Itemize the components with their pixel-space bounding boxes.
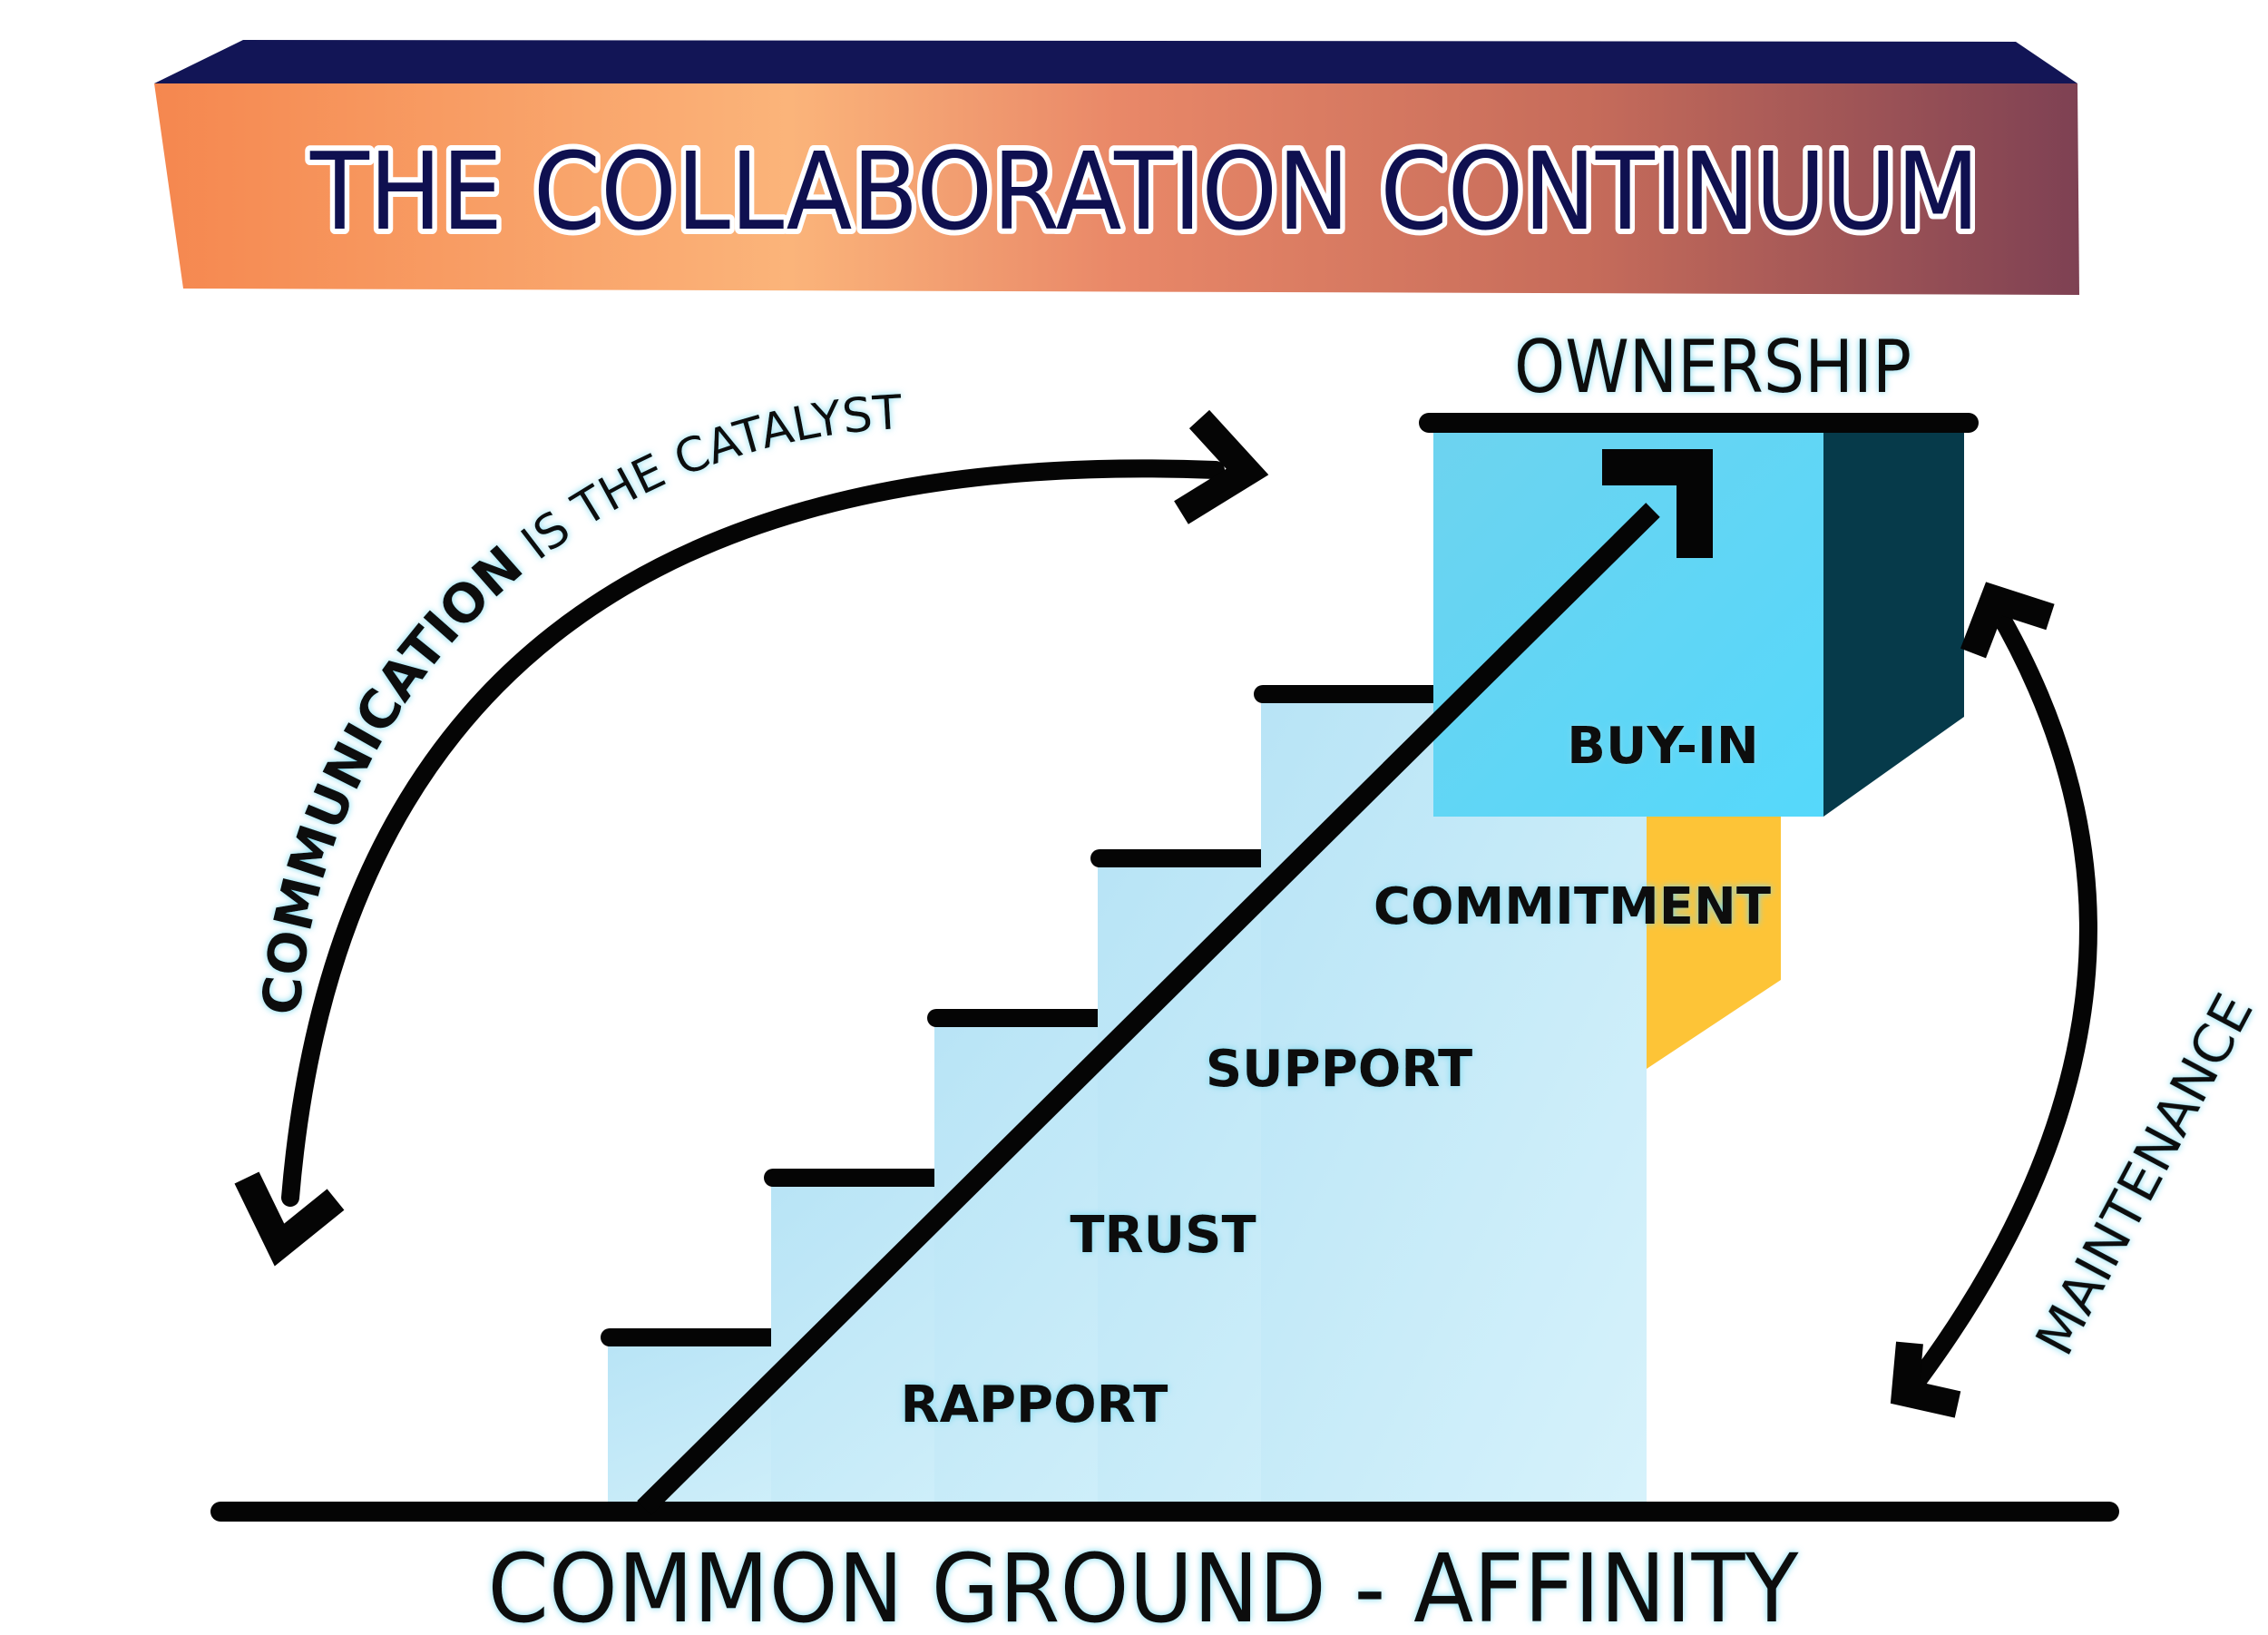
arrowhead-top (1960, 582, 2055, 659)
ownership-box-side (1823, 431, 1964, 817)
arrowhead-bottom (1890, 1341, 1961, 1418)
arrowhead-top-right (1174, 409, 1269, 524)
ownership-corner-mark (1602, 449, 1713, 558)
ownership-label: OWNERSHIP (1514, 325, 1911, 409)
diagonal-climb-line (637, 503, 1660, 1515)
step-label-buy-in: BUY-IN (1567, 717, 1758, 776)
communication-arc-line (281, 459, 1225, 1207)
step-front-face (1261, 703, 1647, 1502)
banner-top-face (154, 40, 2077, 83)
maintenance-arc-line (1910, 599, 2097, 1388)
base-label: COMMON GROUND - AFFINITY (488, 1533, 1799, 1635)
arrowhead-bottom-left (234, 1171, 345, 1267)
step-label-support: SUPPORT (1206, 1040, 1472, 1099)
step-label-rapport: RAPPORT (901, 1376, 1168, 1434)
banner-title: THE COLLABORATION CONTINUUM (309, 129, 1980, 254)
maintenance-label: MAINTENANCE (2023, 984, 2265, 1365)
step-label-trust: TRUST (1070, 1206, 1256, 1265)
step-labels: RAPPORT TRUST SUPPORT COMMITMENT BUY-IN (901, 717, 1772, 1434)
ownership-box (1419, 413, 1979, 817)
step-label-commitment: COMMITMENT (1374, 877, 1771, 936)
title-banner: THE COLLABORATION CONTINUUM (154, 40, 2079, 295)
banner-front-face (154, 83, 2079, 295)
ownership-box-front (1433, 431, 1823, 817)
communication-word: COMMUNICATION (250, 534, 534, 1017)
